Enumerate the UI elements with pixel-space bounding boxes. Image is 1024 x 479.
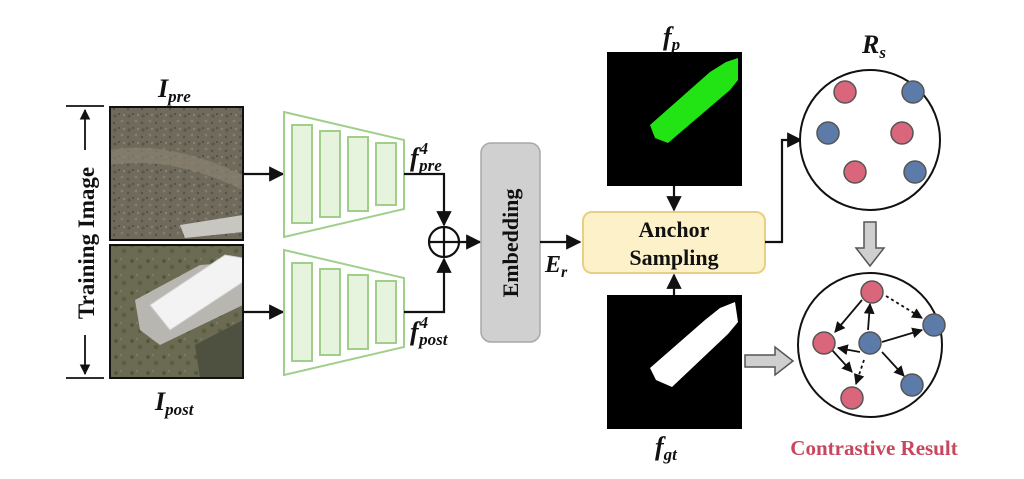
contrastive-result-label: Contrastive Result [790,436,957,460]
i-pre-label: Ipre [157,74,191,106]
embedding-label: Embedding [498,189,523,298]
sampled-anchors-circle [799,69,941,211]
f-p-label: fp [663,22,680,54]
encoder-pre [283,110,405,239]
e-r-label: Er [544,252,568,281]
f-gt-label: fgt [655,432,678,464]
down-block-arrow-icon [854,221,886,268]
pre-image [109,106,244,241]
i-post-label: Ipost [154,387,195,419]
post-image [109,244,244,379]
training-image-label: Training Image [74,167,99,319]
circle-plus-icon [427,225,461,259]
encoder-post [283,248,405,377]
contrastive-circle [797,272,946,418]
block-arrow-icon [744,345,795,377]
training-image-bracket [66,105,104,379]
ground-truth-mask [607,295,742,429]
prediction-mask [607,52,742,186]
r-s-label: Rs [861,30,886,62]
anchor-sampling-line2: Sampling [629,245,718,270]
anchor-sampling-line1: Anchor [639,217,710,242]
